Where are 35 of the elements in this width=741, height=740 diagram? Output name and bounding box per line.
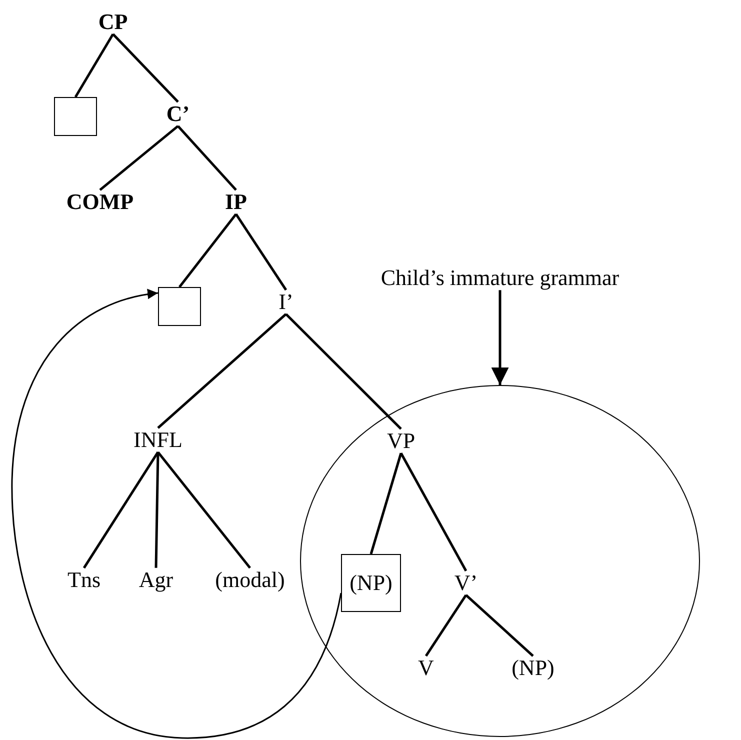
node-label: Agr xyxy=(138,568,174,592)
tree-branch xyxy=(285,313,402,430)
node-label: CP xyxy=(98,10,128,34)
tree-branch xyxy=(424,594,468,657)
circle-outline xyxy=(300,385,700,737)
node-label: V xyxy=(418,656,434,680)
tree-branch xyxy=(177,125,237,191)
node-label: COMP xyxy=(66,190,134,214)
node-label: Tns xyxy=(68,568,100,592)
tree-branch xyxy=(82,451,160,569)
curved-arrow xyxy=(11,289,342,739)
tree-branch xyxy=(370,452,402,554)
tree-branch xyxy=(112,33,179,103)
node-label: C’ xyxy=(166,102,190,126)
tree-branch xyxy=(178,213,237,288)
tree-branch xyxy=(154,452,160,568)
node-label: I’ xyxy=(278,290,294,314)
tree-branch xyxy=(400,452,468,572)
node-label: (modal) xyxy=(215,568,285,592)
node-label: V’ xyxy=(454,570,478,596)
node-label: (NP) xyxy=(512,656,554,680)
node-label: IP xyxy=(225,190,247,214)
tree-branch xyxy=(157,451,251,569)
empty-square xyxy=(158,287,201,326)
boxed-node-label: (NP) xyxy=(341,554,401,612)
node-label: INFL xyxy=(134,428,182,452)
node-label: VP xyxy=(386,428,416,454)
tree-branch xyxy=(74,33,114,98)
tree-branch xyxy=(99,125,179,191)
empty-square xyxy=(54,97,97,136)
tree-branch xyxy=(157,313,287,429)
tree-branch xyxy=(465,594,534,657)
arrow xyxy=(491,290,509,385)
tree-branch xyxy=(234,213,288,291)
annotation-text: Child’s immature grammar xyxy=(380,266,620,290)
